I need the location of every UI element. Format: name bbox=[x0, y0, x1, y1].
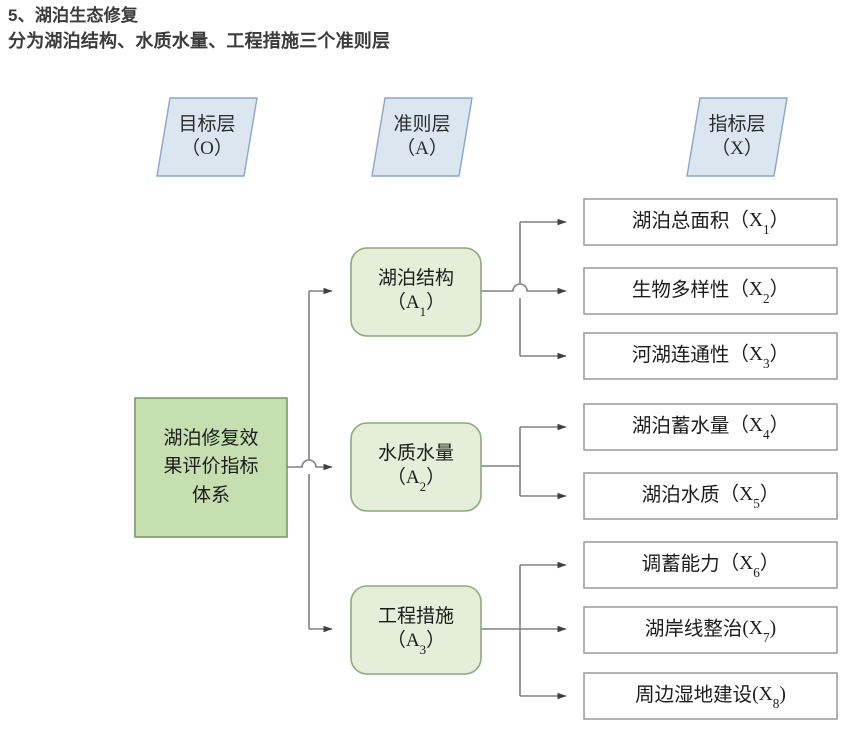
indicator-node-x1[interactable]: 湖泊总面积（X1） bbox=[583, 198, 838, 246]
criteria-node-a1-code: （A1） bbox=[386, 291, 446, 319]
indicator-node-x8-title: 周边湿地建设 bbox=[635, 684, 753, 706]
root-node[interactable]: 湖泊修复效 果评价指标 体系 bbox=[134, 397, 288, 538]
indicator-node-x2-title: 生物多样性 bbox=[631, 279, 730, 301]
criteria-node-a2-shape[interactable] bbox=[350, 422, 482, 512]
criteria-node-a1-shape[interactable] bbox=[350, 247, 482, 337]
indicator-node-x7-code: (X7) bbox=[742, 617, 777, 645]
indicator-node-x8-code: (X8) bbox=[752, 683, 786, 711]
page-heading: 5、湖泊生态修复 分为湖泊结构、水质水量、工程措施三个准则层 bbox=[8, 4, 608, 54]
indicator-node-x4[interactable]: 湖泊蓄水量（X4） bbox=[583, 403, 838, 451]
root-node-label-line1: 湖泊修复效 bbox=[163, 427, 259, 449]
indicator-node-x1-shape[interactable] bbox=[583, 198, 838, 246]
goal-layer-title: 目标层 bbox=[178, 114, 236, 136]
root-node-shape[interactable] bbox=[134, 397, 288, 538]
indicator-node-x5-shape[interactable] bbox=[583, 472, 838, 520]
indicator-node-x7-title: 湖岸线整治 bbox=[644, 618, 743, 640]
indicator-node-x1-code: （X1） bbox=[729, 209, 790, 237]
layer-header-row: 目标层 （O） 准则层 （A） 指标层 （X） bbox=[156, 97, 788, 177]
indicator-layer-shape bbox=[686, 97, 788, 177]
indicator-node-x3-title: 河湖连通性 bbox=[631, 344, 730, 366]
goal-layer-code: （O） bbox=[181, 138, 233, 159]
criteria-node-a1[interactable]: 湖泊结构 （A1） bbox=[350, 247, 482, 337]
connector-a1-stem bbox=[481, 283, 567, 295]
indicator-node-x8[interactable]: 周边湿地建设(X8) bbox=[583, 672, 838, 720]
criteria-layer-title: 准则层 bbox=[393, 114, 451, 136]
heading-line-2: 分为湖泊结构、水质水量、工程措施三个准则层 bbox=[8, 31, 391, 51]
connector-root-trunk bbox=[287, 459, 333, 471]
criteria-node-a2-title: 水质水量 bbox=[377, 443, 454, 465]
layer-header-indicator: 指标层 （X） bbox=[686, 97, 788, 177]
indicator-node-x2-shape[interactable] bbox=[583, 267, 838, 315]
indicator-node-x5-code: （X5） bbox=[719, 483, 780, 511]
layer-header-criteria: 准则层 （A） bbox=[371, 97, 473, 177]
root-node-label-line3: 体系 bbox=[191, 484, 230, 506]
indicator-node-x3-shape[interactable] bbox=[583, 332, 838, 380]
connector-layer bbox=[287, 218, 567, 700]
indicator-node-x4-title: 湖泊蓄水量 bbox=[631, 415, 730, 437]
criteria-node-a3[interactable]: 工程措施 （A3） bbox=[350, 585, 482, 675]
indicator-node-x5-title: 湖泊水质 bbox=[641, 484, 720, 506]
indicator-node-x7-shape[interactable] bbox=[583, 606, 838, 654]
indicator-node-x6-code: （X6） bbox=[719, 552, 780, 580]
goal-layer-shape bbox=[156, 97, 258, 177]
criteria-node-a2-code: （A2） bbox=[386, 466, 446, 494]
criteria-layer-code: （A） bbox=[396, 138, 448, 159]
indicator-node-x6-title: 调蓄能力 bbox=[641, 553, 720, 575]
criteria-node-a2[interactable]: 水质水量 （A2） bbox=[350, 422, 482, 512]
indicator-node-x7[interactable]: 湖岸线整治(X7) bbox=[583, 606, 838, 654]
indicator-node-x6-shape[interactable] bbox=[583, 541, 838, 589]
indicator-node-x4-shape[interactable] bbox=[583, 403, 838, 451]
indicator-node-x1-title: 湖泊总面积 bbox=[631, 210, 730, 232]
indicator-node-x5[interactable]: 湖泊水质（X5） bbox=[583, 472, 838, 520]
indicator-node-x8-shape[interactable] bbox=[583, 672, 838, 720]
layer-header-goal: 目标层 （O） bbox=[156, 97, 258, 177]
criteria-node-a3-code: （A3） bbox=[386, 629, 446, 657]
indicator-node-x2-code: （X2） bbox=[729, 278, 790, 306]
indicator-layer-code: （X） bbox=[711, 138, 763, 159]
indicator-node-x4-code: （X4） bbox=[729, 414, 790, 442]
criteria-node-a1-title: 湖泊结构 bbox=[377, 268, 454, 290]
indicator-node-x3-code: （X3） bbox=[729, 343, 790, 371]
criteria-node-a3-title: 工程措施 bbox=[377, 606, 454, 628]
indicator-layer-title: 指标层 bbox=[708, 114, 766, 136]
heading-line-1: 5、湖泊生态修复 bbox=[8, 6, 139, 25]
indicator-node-x2[interactable]: 生物多样性（X2） bbox=[583, 267, 838, 315]
root-node-label-line2: 果评价指标 bbox=[163, 456, 259, 478]
criteria-layer-shape bbox=[371, 97, 473, 177]
indicator-node-x3[interactable]: 河湖连通性（X3） bbox=[583, 332, 838, 380]
criteria-node-a3-shape[interactable] bbox=[350, 585, 482, 675]
indicator-node-x6[interactable]: 调蓄能力（X6） bbox=[583, 541, 838, 589]
